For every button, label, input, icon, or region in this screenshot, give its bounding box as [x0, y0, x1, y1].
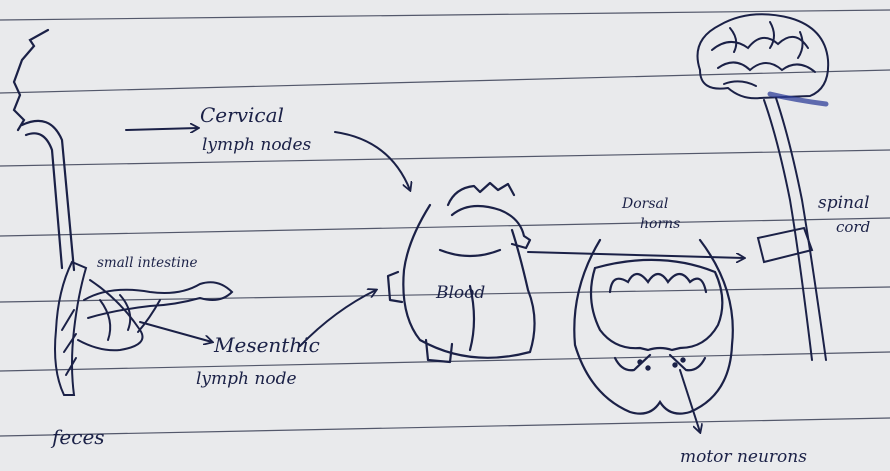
arrow-cervical-to-heart: [335, 132, 410, 190]
cervical-label-line1: Cervical: [200, 103, 284, 127]
arrow-to-cervical-nodes: [126, 128, 198, 130]
feces-label: feces: [50, 425, 105, 449]
brain-icon: [698, 14, 829, 360]
spinal-cord-label-line2: cord: [836, 218, 870, 236]
heart-icon: [388, 183, 535, 362]
spinal-cord-section-icon: [574, 240, 733, 414]
dorsal-horns-label-line2: horns: [640, 216, 680, 232]
spinal-cord-label-line1: spinal: [818, 193, 870, 213]
small-intestine-label: small intestine: [97, 255, 198, 271]
mesenteric-label-line2: lymph node: [196, 369, 297, 389]
cervical-label-line2: lymph nodes: [202, 135, 312, 155]
arrow-intestine-to-mesenteric: [140, 322, 212, 342]
mesenteric-label-line1: Mesenthic: [213, 333, 320, 357]
motor-neurons-label: motor neurons: [680, 447, 807, 467]
blood-label: Blood: [435, 283, 485, 303]
notebook-rule-lines: [0, 10, 890, 436]
head-profile-icon: [14, 30, 74, 270]
dorsal-horns-label-line1: Dorsal: [621, 196, 668, 212]
